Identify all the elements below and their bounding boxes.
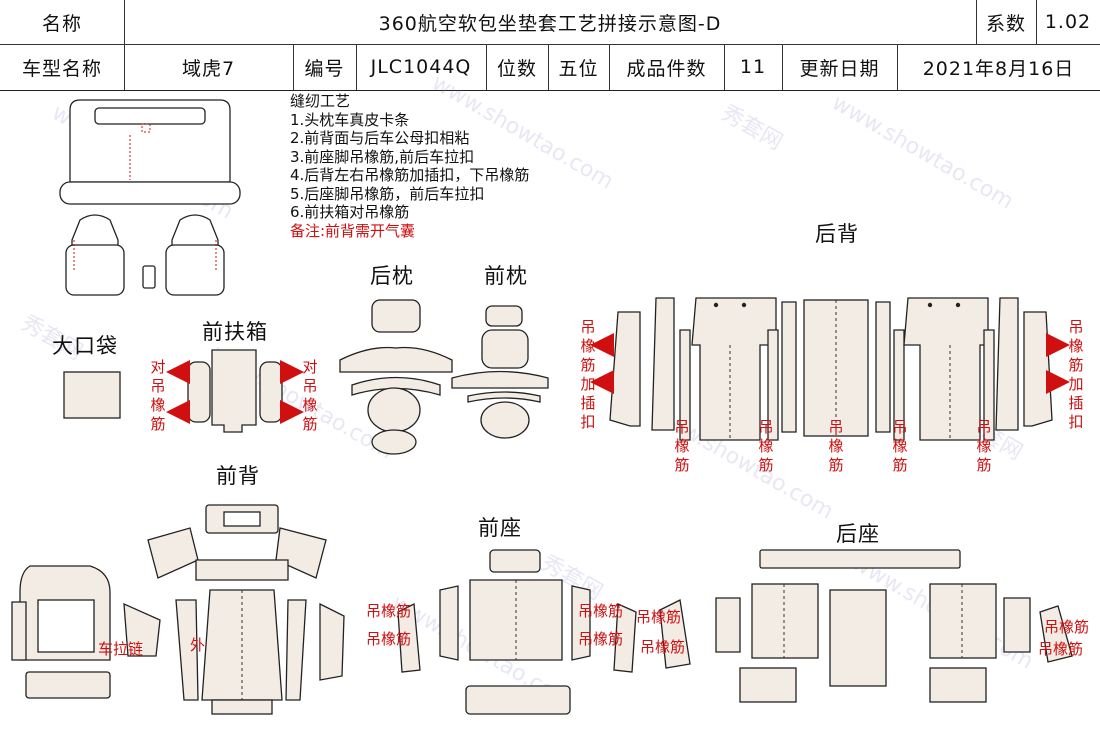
note-item: 4.后背左右吊橡筋加插扣，下吊橡筋 <box>290 166 530 184</box>
header-col-divider <box>897 44 898 90</box>
seats-value: 五位 <box>558 57 599 80</box>
rear-seat-elastic: 吊橡筋 <box>1038 640 1084 658</box>
rear-back-elastic-mark: 吊橡筋 <box>828 418 844 474</box>
rear-headrest-pieces <box>339 299 453 455</box>
section-front-back: 前背 <box>216 464 260 488</box>
code-value: JLC1044Q <box>370 56 472 78</box>
sewing-notes: 缝纫工艺 1.头枕车真皮卡条 2.前背面与后车公母扣相粘 3.前座脚吊橡筋,前后… <box>290 92 529 240</box>
note-item: 1.头枕车真皮卡条 <box>290 110 410 129</box>
armrest-elastic-right: 对吊橡筋 <box>302 358 318 433</box>
front-seat-pieces <box>397 549 637 715</box>
rear-back-right-pieces <box>875 297 1070 441</box>
header-col-divider <box>782 44 783 90</box>
section-rear-seat: 后座 <box>836 522 880 546</box>
rear-back-elastic-left: 吊橡筋加插扣 <box>580 318 596 431</box>
header-col-divider <box>293 44 294 90</box>
header-col-divider <box>976 0 977 44</box>
header-col-divider <box>124 0 125 90</box>
coef-value: 1.02 <box>1044 11 1092 33</box>
section-rear-headrest: 后枕 <box>370 264 414 288</box>
rear-seat-elastic: 吊橡筋 <box>1044 618 1090 636</box>
header-col-divider <box>356 44 357 90</box>
armrest-elastic-left: 对吊橡筋 <box>150 358 166 433</box>
front-back-pieces <box>11 504 345 715</box>
date-value: 2021年8月16日 <box>922 57 1075 80</box>
name-label: 名称 <box>41 12 82 35</box>
header-row-divider <box>0 44 1100 45</box>
seats-label: 位数 <box>496 57 537 80</box>
model-value: 域虎7 <box>181 57 236 80</box>
note-item: 6.前扶箱对吊橡筋 <box>290 203 410 221</box>
coef-label: 系数 <box>985 12 1026 35</box>
pieces-label: 成品件数 <box>626 57 707 80</box>
section-front-armrest: 前扶箱 <box>202 320 268 344</box>
front-seat-elastic: 吊橡筋 <box>366 602 412 620</box>
rear-back-elastic-mark: 吊橡筋 <box>892 418 908 474</box>
front-armrest-pieces <box>166 349 304 433</box>
date-label: 更新日期 <box>799 57 880 80</box>
section-rear-back: 后背 <box>815 222 859 246</box>
outer-note: 外 <box>190 636 206 654</box>
note-item: 3.前座脚吊橡筋,前后车拉扣 <box>290 147 475 166</box>
big-pocket-piece <box>63 371 121 419</box>
section-big-pocket: 大口袋 <box>52 334 118 358</box>
pattern-drawing <box>11 99 1073 715</box>
sheet-title: 360航空软包坐垫套工艺拼接示意图-D <box>378 12 722 35</box>
front-seat-elastic: 吊橡筋 <box>366 630 412 648</box>
rear-back-elastic-mark: 吊橡筋 <box>758 418 774 474</box>
code-label: 编号 <box>304 57 345 80</box>
rear-seat-elastic: 吊橡筋 <box>636 608 682 626</box>
header-col-divider <box>548 44 549 90</box>
rear-back-elastic-right: 吊橡筋加插扣 <box>1068 318 1084 431</box>
front-seat-elastic: 吊橡筋 <box>578 630 624 648</box>
note-item: 2.前背面与后车公母扣相粘 <box>290 129 470 147</box>
header-table: 名称 360航空软包坐垫套工艺拼接示意图-D 系数 1.02 车型名称 域虎7 … <box>0 0 1100 91</box>
header-col-divider <box>609 44 610 90</box>
zipper-note: 车拉链 <box>98 640 144 658</box>
rear-back-elastic-mark: 吊橡筋 <box>976 418 992 474</box>
note-item: 5.后座脚吊橡筋，前后车拉扣 <box>290 184 485 203</box>
rear-seat-preview <box>59 99 241 205</box>
header-col-divider <box>486 44 487 90</box>
rear-seat-elastic: 吊橡筋 <box>640 638 686 656</box>
section-front-headrest: 前枕 <box>484 264 528 288</box>
rear-seat-pieces <box>659 549 1073 703</box>
front-seat-elastic: 吊橡筋 <box>578 602 624 620</box>
section-front-seat: 前座 <box>478 516 522 540</box>
rear-back-elastic-mark: 吊橡筋 <box>674 418 690 474</box>
notes-title: 缝纫工艺 <box>290 92 351 110</box>
header-col-divider <box>724 44 725 90</box>
model-label: 车型名称 <box>21 57 102 80</box>
header-col-divider <box>1036 0 1037 44</box>
front-seats-preview <box>65 214 225 296</box>
note-remark: 备注:前背需开气囊 <box>290 221 416 240</box>
rear-back-left-pieces <box>590 297 797 441</box>
pieces-value: 11 <box>739 56 767 78</box>
front-headrest-pieces <box>451 305 549 439</box>
